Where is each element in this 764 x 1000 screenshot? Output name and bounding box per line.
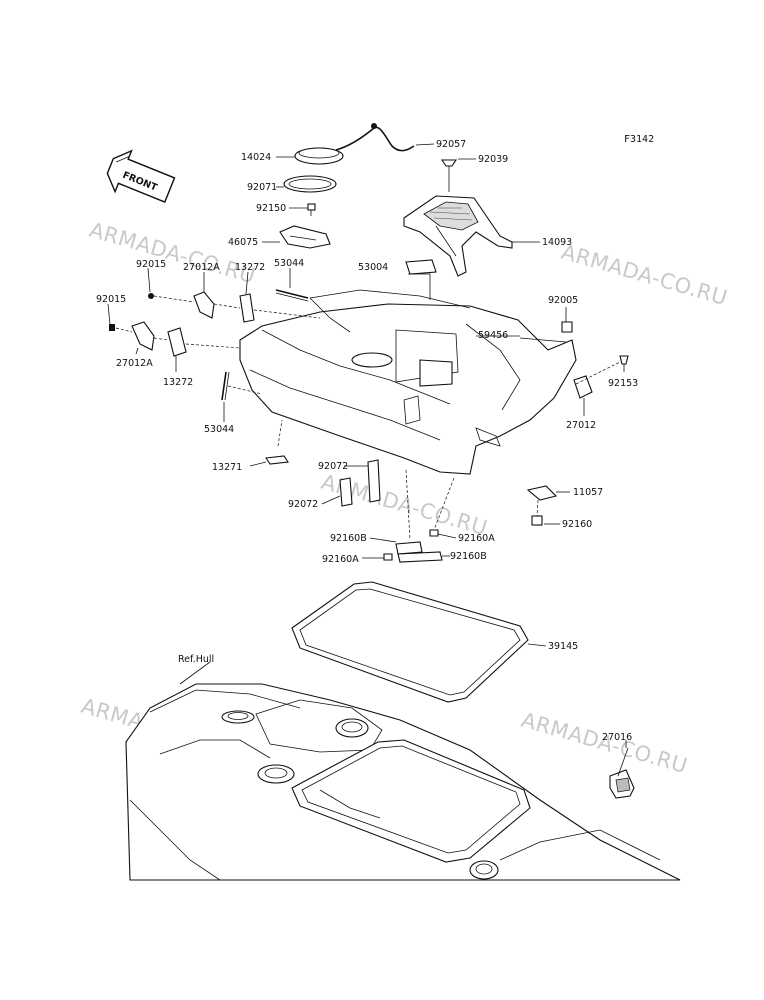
callout-label: 14024 <box>241 152 271 163</box>
watermark: ARMADA-CO.RU <box>87 218 259 288</box>
callout-label: 92160A <box>322 554 359 565</box>
cover-14024 <box>294 147 344 165</box>
callout-label: 92150 <box>256 203 286 214</box>
watermark: ARMADA-CO.RU <box>559 240 731 310</box>
callout-label: 92160A <box>458 533 495 544</box>
pad-53004 <box>405 259 437 275</box>
pad-13271 <box>265 455 289 465</box>
bracket-27012A <box>193 291 215 319</box>
figure-code: F3142 <box>624 134 654 145</box>
latch-11057 <box>526 485 558 501</box>
callout-labels: 14024 92057 92039 92071 92150 46075 1409… <box>96 139 638 743</box>
callout-label: 53004 <box>358 262 388 273</box>
callout-label: 53044 <box>274 258 304 269</box>
callout-label: 92015 <box>136 259 166 270</box>
bracket-46075 <box>279 225 331 249</box>
pad-13272 <box>239 293 255 323</box>
ref-hull-label: Ref.Hull <box>178 654 214 665</box>
pad-92160A <box>383 553 393 561</box>
bumper-92160 <box>531 515 543 526</box>
leader-lines <box>107 143 627 748</box>
bolt-92039 <box>440 159 458 192</box>
callout-label: 46075 <box>228 237 258 248</box>
nut-92015 <box>109 324 115 331</box>
callout-label: 27012A <box>183 262 220 273</box>
screw-92005 <box>561 321 573 333</box>
gasket-92071 <box>283 175 337 193</box>
callout-label: 92039 <box>478 154 508 165</box>
callout-label: 13272 <box>235 262 265 273</box>
callout-label: 39145 <box>548 641 578 652</box>
cable-end <box>371 123 377 129</box>
seat-base-59456 <box>239 289 577 475</box>
callout-label: 92153 <box>608 378 638 389</box>
bolt-92153 <box>619 355 629 365</box>
callout-label: 92160 <box>562 519 592 530</box>
strip-53044 <box>275 289 309 299</box>
callout-label: 27012 <box>566 420 596 431</box>
handle-14093 <box>403 195 513 277</box>
callout-label: 92057 <box>436 139 466 150</box>
pad-92072 <box>367 459 381 503</box>
callout-label: 92015 <box>96 294 126 305</box>
callout-label: 92071 <box>247 182 277 193</box>
callout-label: 53044 <box>204 424 234 435</box>
bracket-27016 <box>609 747 635 799</box>
pad-92160B <box>397 551 443 563</box>
cable-92057 <box>335 126 415 152</box>
callout-label: 92160B <box>330 533 367 544</box>
bracket-27012 <box>573 375 593 399</box>
pad-92160B <box>395 541 423 555</box>
callout-label: 11057 <box>573 487 603 498</box>
callout-label: 27012A <box>116 358 153 369</box>
callout-label: 14093 <box>542 237 572 248</box>
seal-39145 <box>291 581 529 703</box>
bracket-27012A <box>131 321 155 351</box>
callout-label: 92160B <box>450 551 487 562</box>
callout-label: 13272 <box>163 377 193 388</box>
strip-53044 <box>221 371 227 401</box>
callout-label: 59456 <box>478 330 508 341</box>
callout-label: 92005 <box>548 295 578 306</box>
bolt-92150 <box>307 203 316 216</box>
callout-label: 13271 <box>212 462 242 473</box>
hull-ref <box>125 661 681 881</box>
callout-label: 92072 <box>288 499 318 510</box>
pad-13272 <box>167 327 187 357</box>
nut-92015 <box>148 293 154 299</box>
callout-label: 92072 <box>318 461 348 472</box>
callout-label: 27016 <box>602 732 632 743</box>
front-arrow-icon <box>106 149 176 203</box>
pad-92160A <box>429 529 439 537</box>
pad-92072 <box>339 477 353 507</box>
